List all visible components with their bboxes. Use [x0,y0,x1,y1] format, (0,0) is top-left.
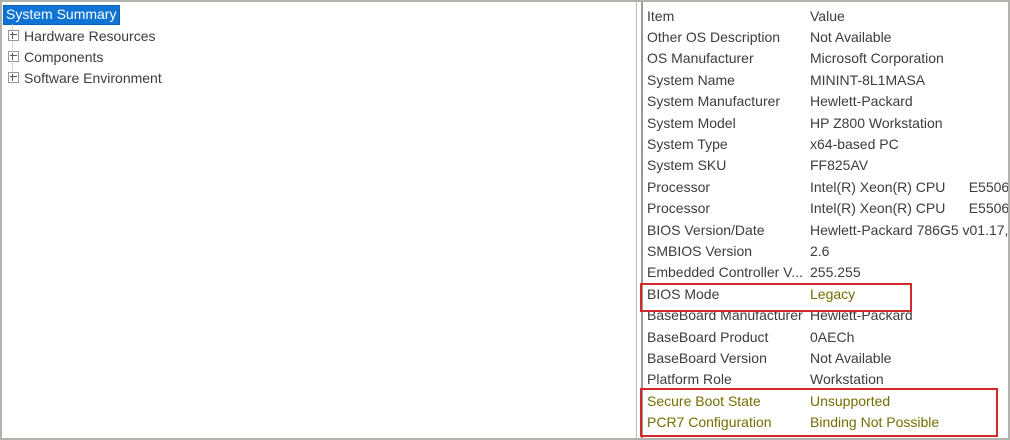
item-column-header: Item [647,7,675,24]
value-cell: Unsupported [810,392,891,409]
table-row[interactable]: Embedded Controller V... 255.255 [643,262,1008,283]
value-cell: Not Available [810,349,892,366]
table-row[interactable]: BIOS Version/Date Hewlett-Packard 786G5 v… [643,219,1008,240]
value-cell: Intel(R) Xeon(R) CPU E5506 [810,178,1008,195]
value-cell: FF825AV [810,157,869,174]
table-row[interactable]: System Manufacturer Hewlett-Packard [643,91,1008,112]
value-cell: Binding Not Possible [810,414,940,431]
item-cell: BIOS Mode [647,285,720,302]
table-row[interactable]: BaseBoard Manufacturer Hewlett-Packard [643,304,1008,325]
tree-item[interactable]: Hardware Resources [2,25,636,46]
table-row[interactable]: Platform Role Workstation [643,369,1008,390]
value-cell: Hewlett-Packard [810,93,913,110]
item-cell: BaseBoard Product [647,328,769,345]
value-cell: 2.6 [810,242,830,259]
table-row[interactable]: System Type x64-based PC [643,133,1008,154]
value-cell: Legacy [810,285,856,302]
tree-item-system-summary-label[interactable]: System Summary [3,4,121,25]
table-row[interactable]: PCR7 Configuration Binding Not Possible [643,411,1008,432]
table-row[interactable]: SMBIOS Version 2.6 [643,240,1008,261]
table-row[interactable]: BaseBoard Product 0AECh [643,326,1008,347]
item-cell: Other OS Description [647,29,781,46]
table-header-row: Item Value [643,5,1008,26]
item-cell: PCR7 Configuration [647,414,772,431]
value-cell: x64-based PC [810,136,899,153]
value-cell: Workstation [810,371,884,388]
tree-item-label: Components [24,48,104,65]
item-cell: BaseBoard Version [647,349,767,366]
table-row[interactable]: Other OS Description Not Available [643,26,1008,47]
item-cell: BIOS Version/Date [647,221,765,238]
value-cell: Hewlett-Packard 786G5 v01.17, 8/ [810,221,1008,238]
value-cell: Microsoft Corporation [810,50,944,67]
item-cell: System Name [647,71,735,88]
item-cell: Processor [647,200,711,217]
table-row[interactable]: Processor Intel(R) Xeon(R) CPU E5506 [643,176,1008,197]
tree-item[interactable]: Components [2,46,636,67]
table-row[interactable]: System Name MININT-8L1MASA [643,69,1008,90]
item-cell: OS Manufacturer [647,50,754,67]
value-cell: HP Z800 Workstation [810,114,943,131]
table-row[interactable]: Processor Intel(R) Xeon(R) CPU E5506 [643,198,1008,219]
tree-item-label: Software Environment [24,69,162,86]
tree-item-label: Hardware Resources [24,27,156,44]
expand-plus-icon[interactable] [8,72,19,83]
table-row[interactable]: OS Manufacturer Microsoft Corporation [643,48,1008,69]
table-row[interactable]: System Model HP Z800 Workstation [643,112,1008,133]
tree-item-system-summary[interactable]: System Summary [2,4,636,25]
item-cell: Processor [647,178,711,195]
value-cell: Hewlett-Packard [810,307,913,324]
expand-plus-icon[interactable] [8,51,19,62]
item-cell: System Manufacturer [647,93,781,110]
item-cell: Platform Role [647,371,732,388]
table-row[interactable]: Secure Boot State Unsupported [643,390,1008,411]
value-cell: Not Available [810,29,892,46]
item-cell: System SKU [647,157,727,174]
table-row[interactable]: System SKU FF825AV [643,155,1008,176]
item-cell: Embedded Controller V... [647,264,803,281]
value-cell: 255.255 [810,264,861,281]
value-cell: 0AECh [810,328,855,345]
table-row[interactable]: BaseBoard Version Not Available [643,347,1008,368]
tree-item[interactable]: Software Environment [2,67,636,88]
item-cell: System Model [647,114,736,131]
table-row[interactable]: BIOS Mode Legacy [643,283,1008,304]
expand-plus-icon[interactable] [8,30,19,41]
item-cell: System Type [647,136,728,153]
value-cell: MININT-8L1MASA [810,71,926,88]
item-cell: SMBIOS Version [647,242,753,259]
item-cell: BaseBoard Manufacturer [647,307,803,324]
item-cell: Secure Boot State [647,392,761,409]
value-column-header: Value [810,7,845,24]
value-cell: Intel(R) Xeon(R) CPU E5506 [810,200,1008,217]
